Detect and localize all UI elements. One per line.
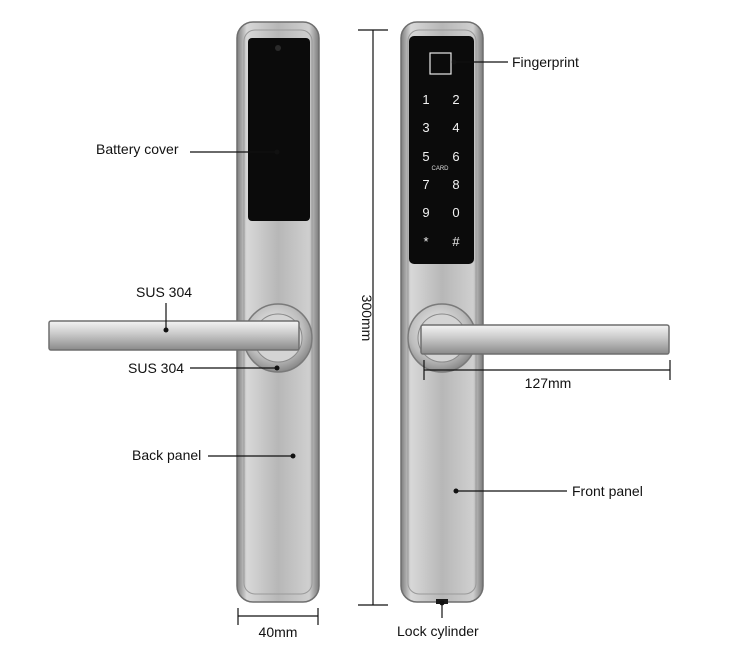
card-label: CARD <box>431 166 449 172</box>
fingerprint-sensor <box>429 52 452 75</box>
keypad-key: 9 <box>422 205 429 220</box>
callout-lines <box>163 59 567 618</box>
height-dimension <box>358 29 388 606</box>
keypad-key: 5 <box>422 149 429 164</box>
keypad-key: 6 <box>452 149 459 164</box>
battery-cover-label: Battery cover <box>96 141 179 157</box>
keypad-screen <box>409 36 474 264</box>
front-handle <box>420 324 670 355</box>
width-dimension <box>237 608 319 625</box>
sus-304-top-label: SUS 304 <box>136 284 192 300</box>
keypad-key: # <box>452 234 460 249</box>
back-camera-dot <box>275 45 281 51</box>
keypad-key: 0 <box>452 205 459 220</box>
back-handle <box>48 320 300 351</box>
keypad-key: 3 <box>422 120 429 135</box>
back-lock-body <box>48 21 320 603</box>
width-dimension-label: 40mm <box>259 624 298 640</box>
front-panel-label: Front panel <box>572 483 643 499</box>
keypad-key: 4 <box>452 120 459 135</box>
lock-cylinder-label: Lock cylinder <box>397 623 479 639</box>
height-dimension-label: 300mm <box>359 295 375 342</box>
lever-dimension-label: 127mm <box>525 375 572 391</box>
lever-dimension <box>423 360 671 380</box>
keypad-key: 1 <box>422 92 429 107</box>
back-panel-label: Back panel <box>132 447 201 463</box>
battery-cover-screen <box>248 38 310 221</box>
front-lock-body: 1 2 3 4 5 6 7 8 9 0 * # CARD <box>400 21 670 604</box>
keypad-key: 2 <box>452 92 459 107</box>
fingerprint-label: Fingerprint <box>512 54 579 70</box>
keypad-key: * <box>423 234 428 249</box>
keypad-key: 8 <box>452 177 459 192</box>
keypad-key: 7 <box>422 177 429 192</box>
sus-304-bottom-label: SUS 304 <box>128 360 184 376</box>
keypad: 1 2 3 4 5 6 7 8 9 0 * # <box>422 92 460 249</box>
